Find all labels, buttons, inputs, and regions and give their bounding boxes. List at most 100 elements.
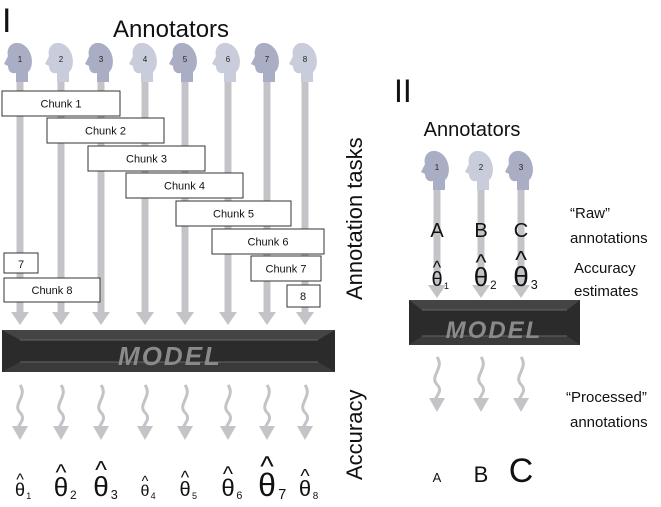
p1-theta-hat-4: θ^4 bbox=[141, 474, 156, 501]
panel-i-accuracy-arrows bbox=[12, 384, 313, 440]
svg-text:6: 6 bbox=[236, 490, 242, 502]
p2-annotator-number: 2 bbox=[479, 163, 484, 172]
svg-text:8: 8 bbox=[313, 491, 319, 502]
p1-annotator-3: 3 bbox=[85, 42, 113, 82]
svg-text:θ: θ bbox=[141, 483, 150, 500]
accuracy-arrow-6-head bbox=[220, 426, 236, 440]
svg-text:θ: θ bbox=[221, 475, 234, 502]
panel-ii-arrow-3-head bbox=[512, 285, 530, 298]
p2-theta-hat-3: θ^3 bbox=[513, 247, 538, 292]
svg-text:^: ^ bbox=[56, 459, 67, 485]
chunk-3: Chunk 3 bbox=[87, 145, 206, 172]
processing-arrow-1-head bbox=[429, 398, 445, 412]
chunk-4: Chunk 4 bbox=[125, 172, 244, 199]
p1-theta-hat-8: θ^8 bbox=[299, 465, 319, 502]
processing-arrow-3 bbox=[517, 356, 526, 404]
chunk-5: Chunk 5 bbox=[175, 200, 292, 227]
processed-annotation-C: C bbox=[509, 452, 534, 490]
p1-annotator-4: 4 bbox=[129, 42, 157, 82]
svg-text:^: ^ bbox=[433, 258, 442, 278]
side-label-accuracy: Accuracy bbox=[342, 390, 367, 480]
chunk-1: Chunk 1 bbox=[1, 90, 121, 117]
chunk-6: Chunk 6 bbox=[211, 228, 325, 255]
chunk-label: Chunk 8 bbox=[32, 285, 73, 297]
p1-theta-hat-3: θ^ 3 bbox=[93, 457, 118, 502]
accuracy-arrow-4-head bbox=[137, 426, 153, 440]
panel-ii-arrow-2-head bbox=[472, 285, 490, 298]
svg-text:θ: θ bbox=[93, 471, 109, 502]
svg-text:1: 1 bbox=[26, 491, 31, 501]
p1-annotator-number: 8 bbox=[303, 55, 308, 64]
wrap-box-7-label: 7 bbox=[18, 259, 24, 271]
svg-text:^: ^ bbox=[223, 461, 234, 486]
annotation-arrow-7-head bbox=[258, 312, 276, 325]
p2-annotator-3: 3 bbox=[505, 150, 533, 190]
p1-theta-hat-7: θ^7 bbox=[258, 451, 286, 503]
svg-text:2: 2 bbox=[70, 489, 77, 502]
panel-i-model-bar: MODEL bbox=[2, 330, 335, 372]
p1-annotator-7: 7 bbox=[251, 42, 279, 82]
svg-text:^: ^ bbox=[300, 465, 310, 487]
p1-annotator-number: 1 bbox=[18, 55, 23, 64]
p1-annotator-1: 1 bbox=[4, 42, 32, 82]
svg-text:^: ^ bbox=[16, 471, 24, 489]
accuracy-arrow-6 bbox=[224, 384, 233, 432]
svg-text:θ: θ bbox=[258, 467, 276, 503]
panel-ii-arrow-1-head bbox=[428, 285, 446, 298]
accuracy-arrow-5 bbox=[181, 384, 190, 432]
p1-annotator-number: 5 bbox=[183, 55, 188, 64]
caption-proc-line1: “Processed” bbox=[566, 389, 647, 406]
processed-annotation-B: B bbox=[474, 462, 489, 487]
annotation-arrow-1-head bbox=[11, 312, 29, 325]
caption-acc-line2: estimates bbox=[574, 283, 638, 300]
panel-ii-model-bar: MODEL bbox=[409, 300, 580, 345]
annotation-arrow-6-head bbox=[219, 312, 237, 325]
annotation-arrow-5-head bbox=[176, 312, 194, 325]
svg-text:^: ^ bbox=[95, 457, 107, 485]
processing-arrow-1 bbox=[433, 356, 442, 404]
processing-arrow-3-head bbox=[513, 398, 529, 412]
chunk-2: Chunk 2 bbox=[46, 117, 165, 144]
p1-annotator-number: 2 bbox=[59, 55, 64, 64]
panel-i-title: Annotators bbox=[113, 16, 229, 43]
p1-theta-hat-5: θ^5 bbox=[179, 468, 197, 501]
accuracy-arrow-5-head bbox=[177, 426, 193, 440]
svg-text:3: 3 bbox=[111, 488, 118, 502]
chunk-7: Chunk 7 bbox=[250, 255, 322, 282]
p2-annotator-2: 2 bbox=[465, 150, 493, 190]
svg-text:^: ^ bbox=[476, 249, 487, 275]
p2-annotator-number: 1 bbox=[435, 163, 440, 172]
processed-annotation-A: A bbox=[433, 470, 442, 485]
annotation-arrow-8-head bbox=[296, 312, 314, 325]
accuracy-arrow-8-head bbox=[297, 426, 313, 440]
raw-annotation-A: A bbox=[430, 220, 444, 242]
svg-text:3: 3 bbox=[531, 278, 538, 292]
chunk-label: Chunk 4 bbox=[164, 181, 205, 193]
svg-text:θ: θ bbox=[299, 476, 311, 501]
panel-ii-label: II bbox=[394, 73, 412, 109]
accuracy-arrow-1 bbox=[16, 384, 25, 432]
chunk-label: Chunk 7 bbox=[266, 264, 307, 276]
svg-text:θ: θ bbox=[15, 480, 25, 500]
raw-annotation-C: C bbox=[514, 220, 528, 242]
accuracy-arrow-3-head bbox=[93, 426, 109, 440]
accuracy-arrow-7-head bbox=[259, 426, 275, 440]
caption-raw-line2: annotations bbox=[570, 230, 648, 247]
svg-text:θ: θ bbox=[431, 269, 442, 291]
svg-text:θ: θ bbox=[179, 479, 190, 501]
svg-text:^: ^ bbox=[142, 474, 149, 490]
side-label-annotation-tasks: Annotation tasks bbox=[342, 137, 367, 300]
panel-ii-title: Annotators bbox=[424, 119, 521, 141]
wrap-box-8: 8 bbox=[286, 284, 321, 308]
chunk-8: Chunk 8 bbox=[3, 277, 101, 303]
svg-text:^: ^ bbox=[515, 247, 527, 275]
caption-raw-line1: “Raw” bbox=[570, 205, 610, 222]
svg-text:1: 1 bbox=[444, 281, 449, 291]
panel-ii-arrows bbox=[428, 190, 530, 298]
p1-theta-hat-6: θ^6 bbox=[221, 461, 242, 502]
